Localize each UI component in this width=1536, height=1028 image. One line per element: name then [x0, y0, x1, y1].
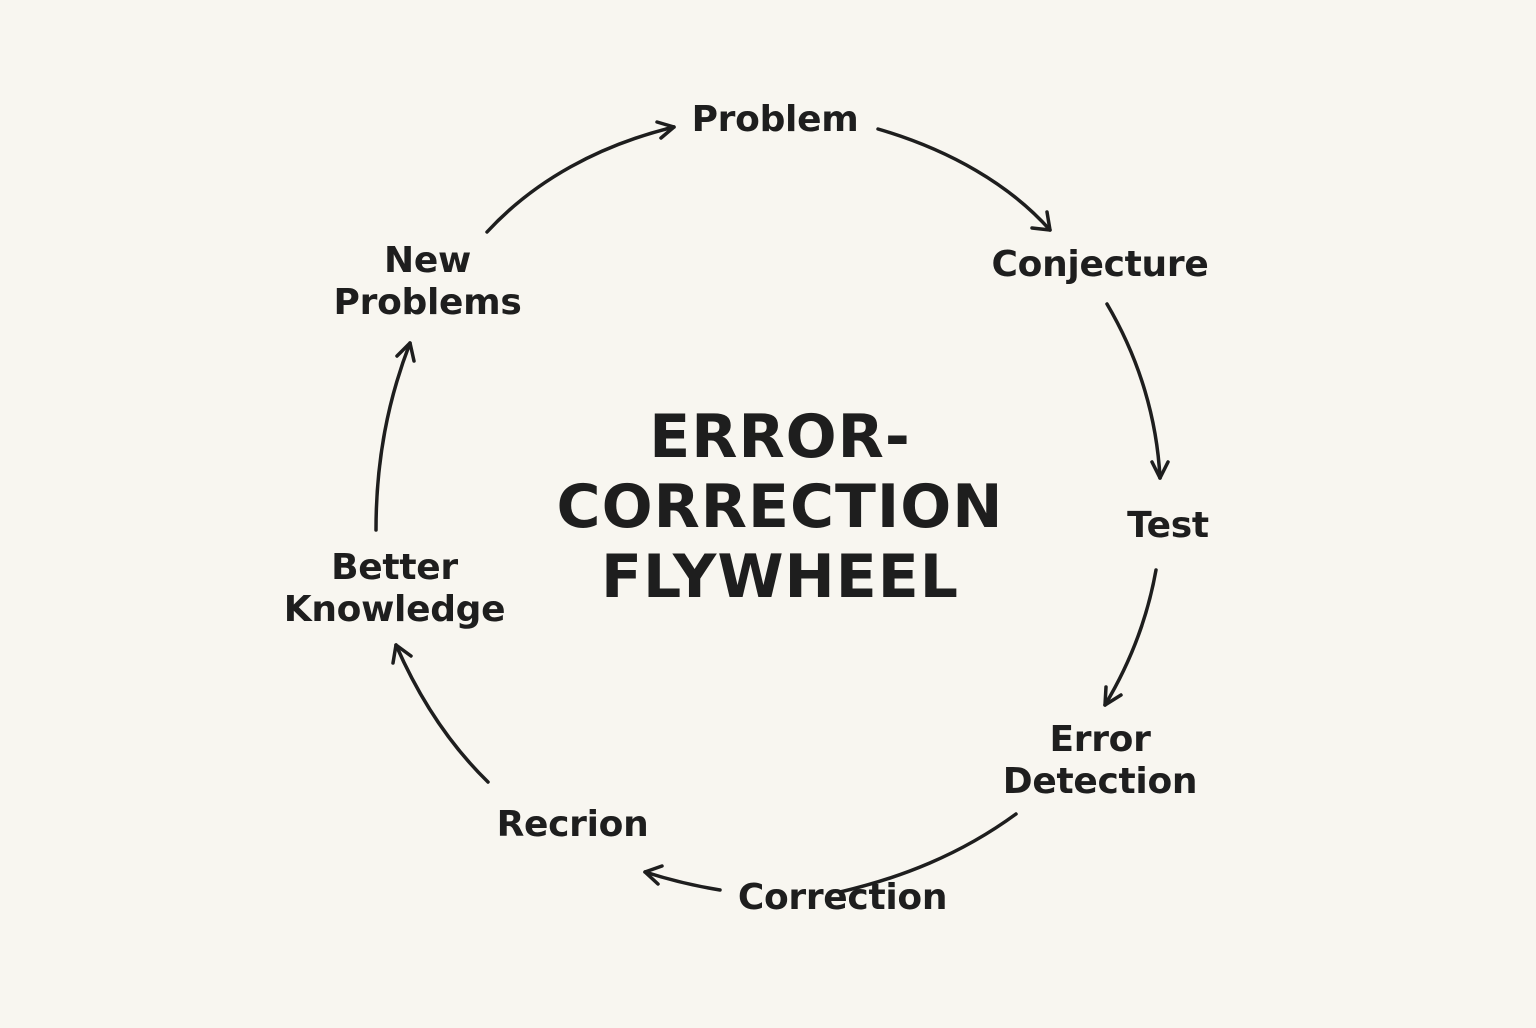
arrow-new-problems-to-problem: [485, 120, 676, 234]
node-label-line-1: Error: [1049, 719, 1151, 760]
arrow-better-knowledge-to-new-problems: [374, 341, 416, 532]
diagram-title: ERROR- CORRECTION FLYWHEEL: [480, 402, 1080, 612]
node-better-knowledge: Better Knowledge: [272, 547, 517, 631]
node-error-detection: Error Detection: [990, 719, 1210, 803]
node-label: Conjecture: [991, 244, 1209, 285]
node-label: Recrion: [496, 804, 649, 845]
node-correction: Correction: [725, 877, 960, 919]
arrow-correction-to-recrion: [643, 864, 722, 892]
title-line-1: ERROR-: [649, 402, 911, 472]
node-label-line-1: New: [384, 240, 471, 281]
node-label-line-2: Detection: [1002, 761, 1198, 802]
node-label: Problem: [691, 99, 859, 140]
title-line-2: CORRECTION: [556, 472, 1004, 542]
arrow-test-to-error-detection: [1103, 568, 1158, 707]
node-label-line-2: Knowledge: [283, 589, 506, 630]
node-test: Test: [1108, 505, 1228, 547]
node-recrion: Recrion: [485, 804, 660, 846]
node-problem: Problem: [675, 99, 875, 141]
arrow-conjecture-to-test: [1105, 302, 1170, 480]
node-new-problems: New Problems: [320, 240, 535, 324]
node-label: Correction: [737, 877, 948, 918]
node-label-line-2: Problems: [333, 282, 522, 323]
arrow-problem-to-conjecture: [876, 127, 1052, 232]
node-label-line-1: Better: [331, 547, 458, 588]
arrow-error-detection-to-correction: [838, 812, 1018, 894]
title-line-3: FLYWHEEL: [601, 542, 959, 612]
arrow-recrion-to-better-knowledge: [391, 643, 490, 784]
node-label: Test: [1127, 505, 1209, 546]
node-conjecture: Conjecture: [980, 244, 1220, 286]
